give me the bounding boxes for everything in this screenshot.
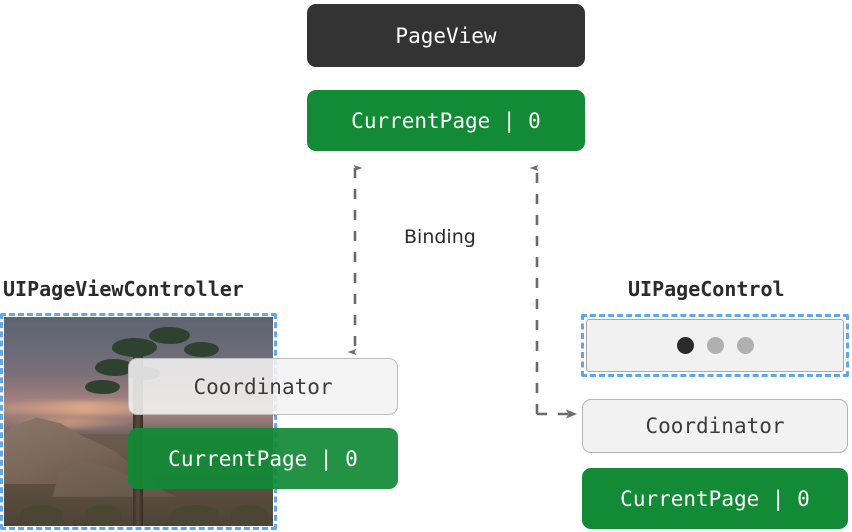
node-coordinator-pagecontrol-label: Coordinator	[645, 414, 785, 438]
selection-frame-pageviewcontroller	[0, 313, 277, 530]
node-currentpage-pagecontrol-label: CurrentPage | 0	[620, 486, 810, 511]
image-tree-canopy	[111, 337, 158, 357]
node-pageview-currentpage-label: CurrentPage | 0	[351, 108, 541, 133]
node-pageview-currentpage[interactable]: CurrentPage | 0	[307, 90, 585, 151]
image-scrub	[170, 505, 220, 524]
node-currentpage-pageviewcontroller-label: CurrentPage | 0	[168, 446, 358, 471]
image-scrub	[20, 505, 64, 524]
binding-label: Binding	[404, 226, 476, 248]
image-tree-canopy	[84, 379, 120, 395]
image-tree-canopy	[149, 327, 190, 345]
image-tree-canopy	[95, 358, 134, 376]
node-coordinator-pageviewcontroller[interactable]: Coordinator	[128, 358, 398, 415]
page-dot-active[interactable]	[676, 337, 694, 354]
node-pageview[interactable]: PageView	[307, 4, 585, 67]
section-caption-uipagecontrol: UIPageControl	[628, 277, 785, 301]
image-scrub	[84, 505, 123, 524]
page-dot-inactive[interactable]	[736, 337, 754, 354]
page-control[interactable]	[586, 319, 844, 372]
node-coordinator-pagecontrol[interactable]: Coordinator	[582, 399, 848, 453]
page-dot-inactive[interactable]	[706, 337, 724, 354]
page-image	[4, 317, 273, 526]
node-pageview-label: PageView	[395, 23, 497, 48]
image-tree-canopy	[184, 342, 220, 357]
image-cloud-band-2	[9, 417, 134, 428]
image-scrub	[229, 505, 268, 524]
node-currentpage-pageviewcontroller[interactable]: CurrentPage | 0	[128, 428, 398, 489]
node-coordinator-pageviewcontroller-label: Coordinator	[193, 374, 333, 399]
selection-frame-pagecontrol	[581, 314, 849, 377]
section-caption-uipageviewcontroller: UIPageViewController	[3, 277, 244, 301]
node-currentpage-pagecontrol[interactable]: CurrentPage | 0	[582, 468, 848, 529]
